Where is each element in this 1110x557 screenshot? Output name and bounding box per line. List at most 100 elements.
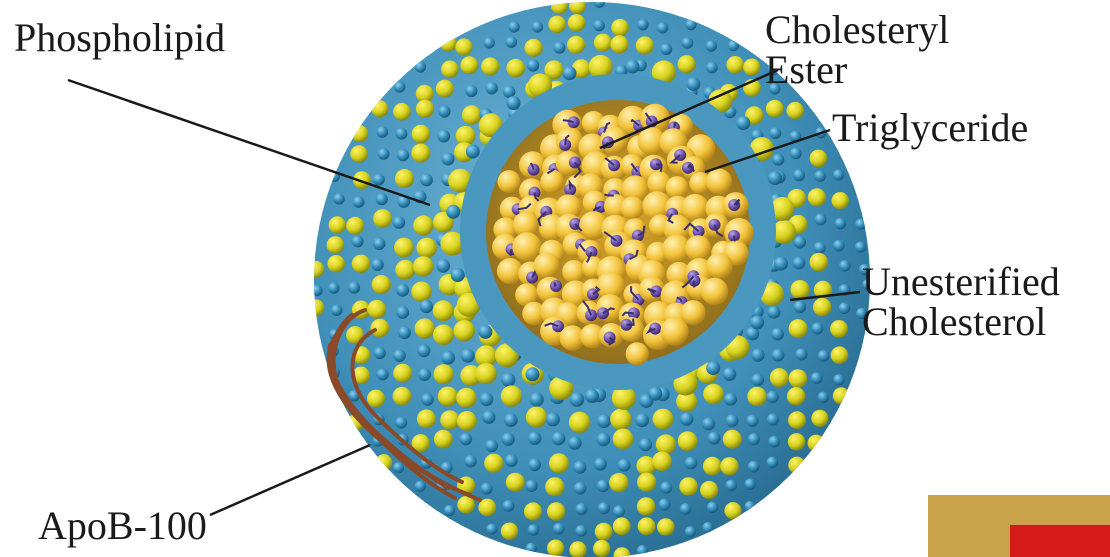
phospholipid-head xyxy=(377,126,389,138)
cholesterol-bead xyxy=(810,150,828,168)
phospholipid-head xyxy=(794,301,807,314)
core-lipid-bead xyxy=(681,300,706,325)
phospholipid-head xyxy=(503,500,515,512)
cholesterol-bead xyxy=(393,103,411,121)
phospholipid-head xyxy=(685,457,698,470)
cholesterol-bead xyxy=(373,209,392,228)
phospholipid-head xyxy=(702,522,713,533)
cholesterol-bead xyxy=(372,275,391,294)
phospholipid-head xyxy=(333,193,344,204)
phospholipid-head xyxy=(328,282,339,293)
phospholipid-head xyxy=(685,19,696,30)
phospholipid-head xyxy=(768,436,780,448)
cholesterol-bead xyxy=(434,364,454,384)
cholesterol-bead xyxy=(352,255,370,273)
phospholipid-head xyxy=(482,411,495,424)
cholesterol-bead xyxy=(679,477,698,496)
cholesterol-bead xyxy=(789,369,808,388)
cholesterol-bead xyxy=(455,38,472,55)
phospholipid-head xyxy=(745,501,756,512)
cholesterol-bead xyxy=(525,39,543,57)
phospholipid-head xyxy=(460,433,473,446)
label-unesterified-line1: Unesterified xyxy=(862,262,1060,302)
window-rim-bead xyxy=(736,116,750,130)
cholesterol-bead xyxy=(371,100,388,117)
cholesterol-bead xyxy=(813,298,831,316)
cholesterol-bead xyxy=(657,518,675,536)
phospholipid-head xyxy=(396,306,409,319)
core-lipid-bead xyxy=(685,235,711,261)
phospholipid-head xyxy=(593,20,605,32)
cholesterol-bead xyxy=(833,387,850,404)
window-rim-bead xyxy=(507,96,521,110)
phospholipid-head xyxy=(395,417,407,429)
cholesterol-bead xyxy=(545,477,564,496)
label-phospholipid: Phospholipid xyxy=(14,18,225,58)
phospholipid-head xyxy=(570,392,584,406)
phospholipid-head xyxy=(618,459,631,472)
phospholipid-head xyxy=(707,502,718,513)
cholesterol-bead xyxy=(790,280,809,299)
cholesterol-bead xyxy=(462,105,481,124)
cholesterol-bead xyxy=(770,368,789,387)
cholesterol-bead xyxy=(434,430,453,449)
phospholipid-head xyxy=(352,235,364,247)
cholesterol-bead xyxy=(723,430,742,449)
phospholipid-head xyxy=(420,300,433,313)
cholesterol-bead xyxy=(411,282,431,302)
cholesterol-bead xyxy=(454,320,475,341)
cholesterol-bead xyxy=(703,384,724,405)
cholesterol-bead xyxy=(720,457,738,475)
cholesterol-bead xyxy=(440,410,459,429)
phospholipid-head xyxy=(706,40,717,51)
label-apob-100: ApoB-100 xyxy=(38,506,207,546)
phospholipid-head xyxy=(438,105,450,117)
phospholipid-head xyxy=(839,260,851,272)
phospholipid-head xyxy=(396,284,409,297)
phospholipid-head xyxy=(546,412,560,426)
phospholipid-head xyxy=(835,218,847,230)
phospholipid-head xyxy=(682,37,694,49)
phospholipid-head xyxy=(504,413,518,427)
core-lipid-bead xyxy=(540,170,564,194)
phospholipid-head xyxy=(526,543,537,554)
cholesterol-bead xyxy=(327,255,345,273)
cholesterol-bead xyxy=(346,217,364,235)
window-rim-bead xyxy=(626,60,640,74)
phospholipid-head xyxy=(794,236,806,248)
phospholipid-head xyxy=(660,482,672,494)
phospholipid-head xyxy=(393,349,406,362)
phospholipid-head xyxy=(485,440,498,453)
phospholipid-head xyxy=(723,368,736,381)
cholesterol-bead xyxy=(395,260,415,280)
phospholipid-head xyxy=(706,62,718,74)
phospholipid-head xyxy=(748,461,760,473)
phospholipid-head xyxy=(795,348,807,360)
label-unesterified-cholesterol: Unesterified Cholesterol xyxy=(862,262,1060,342)
phospholipid-head xyxy=(348,282,360,294)
phospholipid-head xyxy=(481,483,493,495)
phospholipid-head xyxy=(377,369,389,381)
phospholipid-head xyxy=(528,458,541,471)
phospholipid-head xyxy=(855,219,866,230)
phospholipid-head xyxy=(480,393,494,407)
fatty-acid-tail xyxy=(693,281,694,288)
cholesterol-bead xyxy=(501,385,522,406)
cholesterol-bead xyxy=(653,409,674,430)
cholesterol-bead xyxy=(526,407,547,428)
phospholipid-head xyxy=(553,523,565,535)
window-rim-bead xyxy=(478,325,492,339)
cholesterol-bead xyxy=(506,59,525,78)
cholesterol-bead xyxy=(433,300,454,321)
cholesterol-bead xyxy=(413,215,433,235)
fatty-acid-tail xyxy=(734,236,735,242)
cholesterol-bead xyxy=(595,523,613,541)
phospholipid-head xyxy=(680,503,692,515)
phospholipid-head xyxy=(553,42,565,54)
phospholipid-head xyxy=(393,462,404,473)
phospholipid-head xyxy=(751,349,764,362)
cholesterol-bead xyxy=(501,523,518,540)
core-lipid-bead xyxy=(682,194,709,221)
phospholipid-head xyxy=(594,458,607,471)
phospholipid-head xyxy=(771,328,784,341)
